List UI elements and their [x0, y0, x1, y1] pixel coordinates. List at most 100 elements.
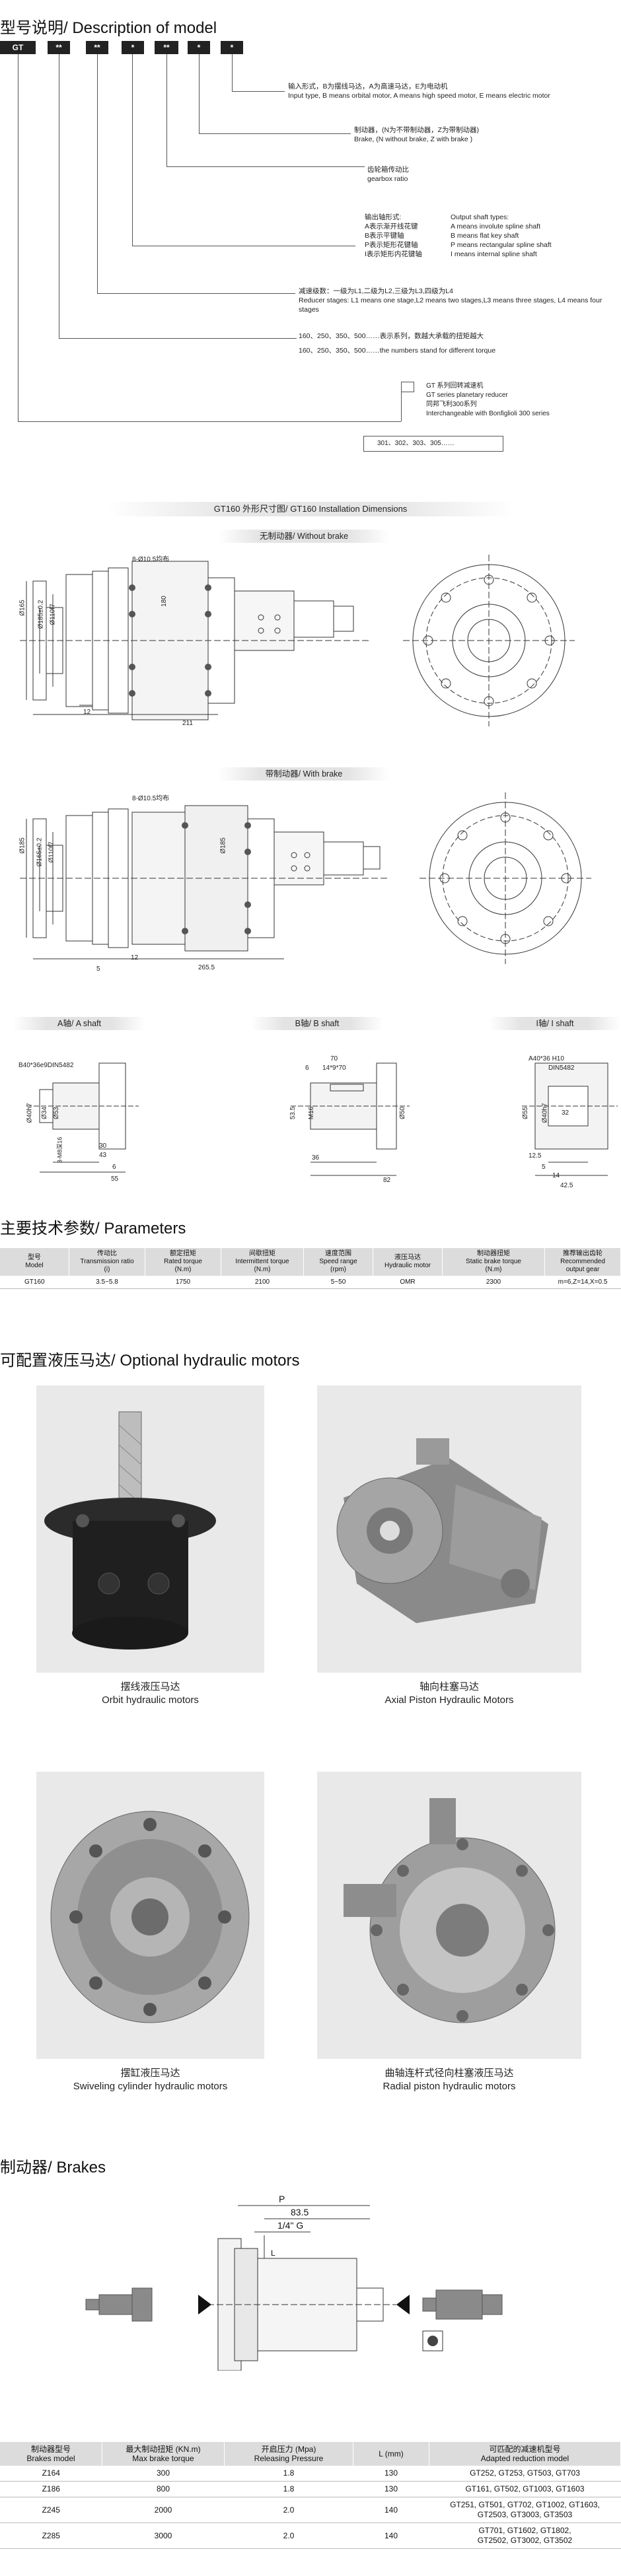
shaft-i-e: 32	[562, 1109, 569, 1117]
desc-stages: 减速级数：一级为L1,二级为L2,三级为L3,四级为L4 Reducer sta…	[299, 287, 603, 314]
shaft-i-label: I轴/ I shaft	[489, 1017, 621, 1030]
drawing-with-brake	[0, 786, 621, 984]
param-cell: m=6,Z=14,X=0.5	[544, 1276, 621, 1289]
brake-dim-p: P	[279, 2194, 285, 2204]
motors-title: 可配置液压马达/ Optional hydraulic motors	[0, 1352, 300, 1370]
dim-top-d2: Ø185±0.2	[37, 600, 45, 629]
shaft-b-h: Ø50	[398, 1107, 406, 1119]
code-ratio: **	[155, 41, 178, 54]
brake-cell: 300	[102, 2466, 225, 2482]
desc-shaft-en: Output shaft types: A means involute spl…	[451, 213, 552, 258]
table-row: Z164 300 1.8 130 GT252, GT253, GT503, GT…	[0, 2466, 621, 2482]
dim-brake-d3: Ø110f7	[48, 841, 55, 863]
dim-top-holes: 8-Ø10.5均布	[132, 556, 170, 563]
brake-dim-g: 1/4" G	[277, 2220, 304, 2231]
brake-cell: 3000	[102, 2523, 225, 2549]
dim-top-L: 211	[182, 720, 193, 727]
code-shaft: *	[122, 41, 144, 54]
brake-cell: 1.8	[224, 2481, 353, 2497]
brake-cell: 130	[353, 2466, 429, 2482]
shaft-a-spec: B40*36e9DIN5482	[18, 1062, 74, 1069]
brake-drawing	[0, 2173, 621, 2371]
brake-header: 最大制动扭矩 (KN.m)Max brake torque	[102, 2442, 225, 2466]
shaft-a-a: 30	[99, 1142, 107, 1150]
shaft-b-f: 82	[383, 1177, 391, 1184]
brake-cell: 140	[353, 2497, 429, 2523]
shaft-a-b: 43	[99, 1152, 107, 1159]
brake-cell: 800	[102, 2481, 225, 2497]
drawing-shafts	[0, 1037, 621, 1208]
brake-dim-a: 83.5	[291, 2207, 309, 2217]
table-row: Z285 3000 2.0 140 GT701, GT1602, GT1802,…	[0, 2523, 621, 2549]
table-row: Z245 2000 2.0 140 GT251, GT501, GT702, G…	[0, 2497, 621, 2523]
shaft-a-d1: Ø40h7	[26, 1103, 34, 1123]
dim-brake-holes: 8-Ø10.5均布	[132, 795, 170, 802]
drawing-without-brake	[0, 548, 621, 746]
param-cell: 5~50	[303, 1276, 373, 1289]
shaft-b-g: 6	[305, 1064, 309, 1072]
shaft-b-e: 36	[312, 1154, 320, 1162]
brake-cell: 2.0	[224, 2497, 353, 2523]
brake-cell: GT252, GT253, GT503, GT703	[429, 2466, 621, 2482]
shaft-i-d1: Ø55	[521, 1107, 529, 1119]
shaft-b-c: 53.5	[289, 1106, 297, 1120]
desc-gt-box: 301、302、303、305……	[363, 436, 503, 452]
desc-input: 输入形式，B为摆线马达，A为高速马达，E为电动机 Input type, B m…	[288, 83, 550, 100]
dim-brake-d2: Ø165±0.2	[36, 837, 44, 867]
shaft-i-d2: Ø40h7	[541, 1103, 549, 1123]
axial-piston-motor-image	[317, 1385, 581, 1673]
dim-top-d3: Ø110f7	[49, 604, 57, 625]
param-cell: OMR	[373, 1276, 443, 1289]
dim-brake-a: 12	[131, 954, 139, 961]
brake-cell: GT251, GT501, GT702, GT1002, GT1603, GT2…	[429, 2497, 621, 2523]
code-brake: *	[188, 41, 210, 54]
param-cell: 2100	[221, 1276, 304, 1289]
brake-cell: GT161, GT502, GT1003, GT1603	[429, 2481, 621, 2497]
table-row: Z186 800 1.8 130 GT161, GT502, GT1003, G…	[0, 2481, 621, 2497]
shaft-i-d: 5	[542, 1164, 546, 1171]
dim-brake-d1: Ø185	[18, 837, 26, 854]
shaft-a-label: A轴/ A shaft	[13, 1017, 145, 1030]
swivel-cylinder-motor-image	[36, 1772, 264, 2059]
dim-brake-b: 5	[96, 965, 100, 973]
desc-gt: GT 系列回转减速机 GT series planetary reducer 同…	[426, 382, 550, 417]
shaft-i-c: 42.5	[560, 1182, 573, 1189]
shaft-i-din: DIN5482	[548, 1064, 575, 1072]
shaft-a-d2: Ø34	[40, 1107, 48, 1119]
code-stages: **	[86, 41, 108, 54]
shaft-b-d: M16	[308, 1106, 316, 1120]
brake-cell: 2.0	[224, 2523, 353, 2549]
brake-cell: 1.8	[224, 2466, 353, 2482]
code-series: **	[48, 41, 70, 54]
without-brake-label: 无制动器/ Without brake	[218, 530, 390, 543]
dim-top-d4: 12	[83, 709, 91, 716]
desc-series: 160、250、350、500……表示系列，数越大承载的扭矩越大 160、250…	[299, 332, 496, 355]
shaft-a-m: 3-M8深16	[56, 1136, 63, 1164]
brake-header: L (mm)	[353, 2442, 429, 2466]
shaft-a-d: 6	[112, 1164, 116, 1171]
brake-dim-l: L	[271, 2248, 275, 2258]
brake-cell: 140	[353, 2523, 429, 2549]
brake-cell: 2000	[102, 2497, 225, 2523]
dim-brake-L: 265.5	[198, 964, 215, 971]
desc-shaft-cn: 输出轴形式: A表示渐开线花键 B表示平键轴 P表示矩形花键轴 I表示矩形内花键…	[365, 213, 422, 258]
param-cell: 2300	[442, 1276, 545, 1289]
dim-brake-w: Ø185	[219, 837, 227, 854]
shaft-b-b: 14*9*70	[322, 1064, 346, 1072]
radial-piston-motor-image	[317, 1772, 581, 2059]
brake-cell: Z186	[0, 2481, 102, 2497]
desc-ratio: 齿轮箱传动比 gearbox ratio	[367, 166, 409, 183]
shaft-a-d3: Ø53	[52, 1107, 60, 1119]
dim-top-w: 180	[160, 596, 168, 607]
code-gt: GT	[0, 41, 36, 54]
param-cell: 1750	[145, 1276, 221, 1289]
